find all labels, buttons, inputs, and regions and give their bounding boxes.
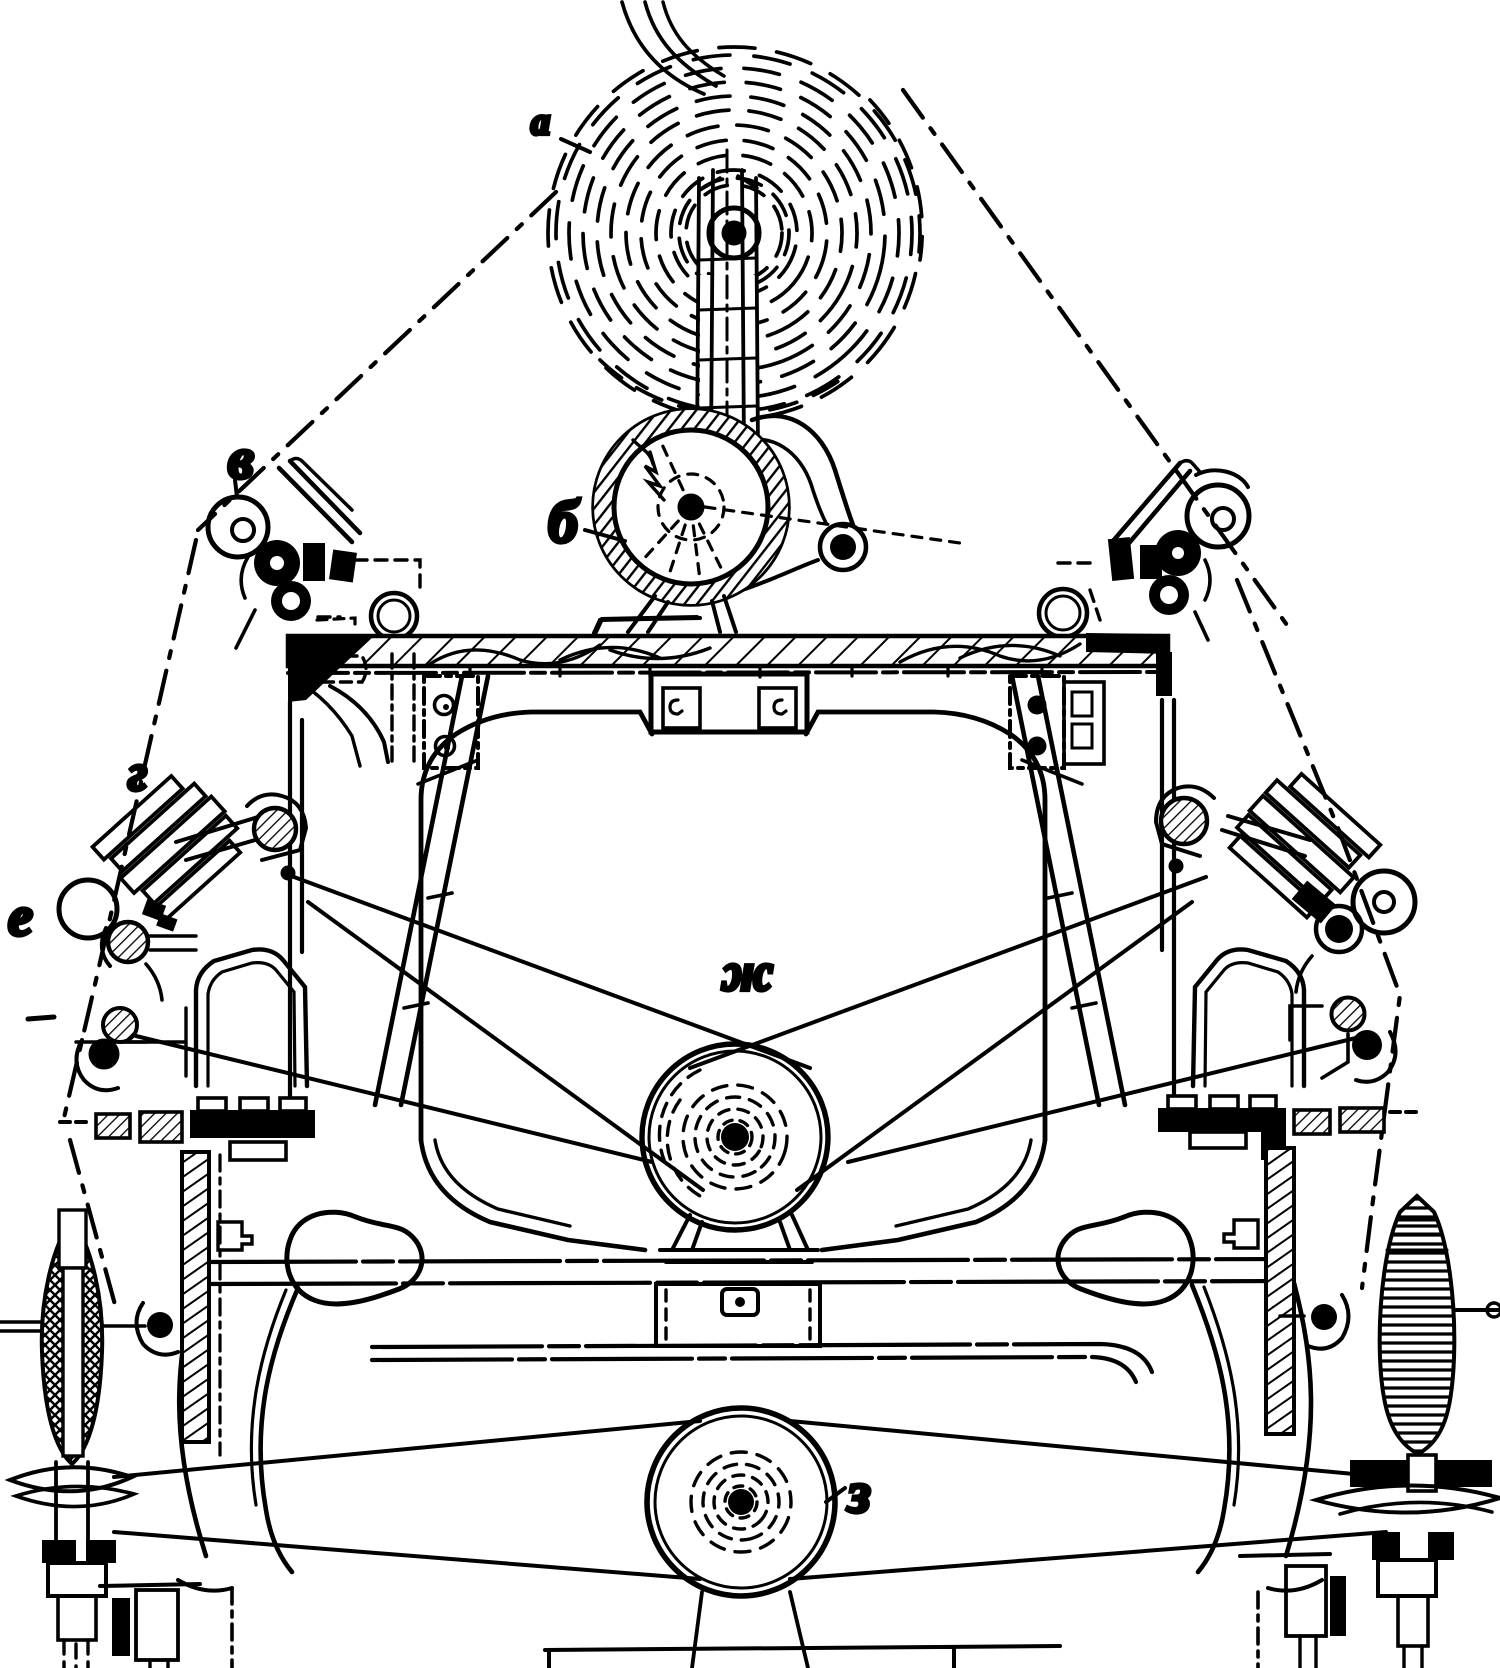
svg-text:б: б — [548, 489, 580, 555]
svg-text:е: е — [8, 886, 33, 948]
svg-text:ж: ж — [721, 942, 773, 1002]
svg-text:г: г — [128, 745, 147, 802]
svg-text:з: з — [846, 1460, 871, 1525]
svg-text:a: a — [531, 101, 550, 143]
svg-text:в: в — [228, 426, 254, 491]
